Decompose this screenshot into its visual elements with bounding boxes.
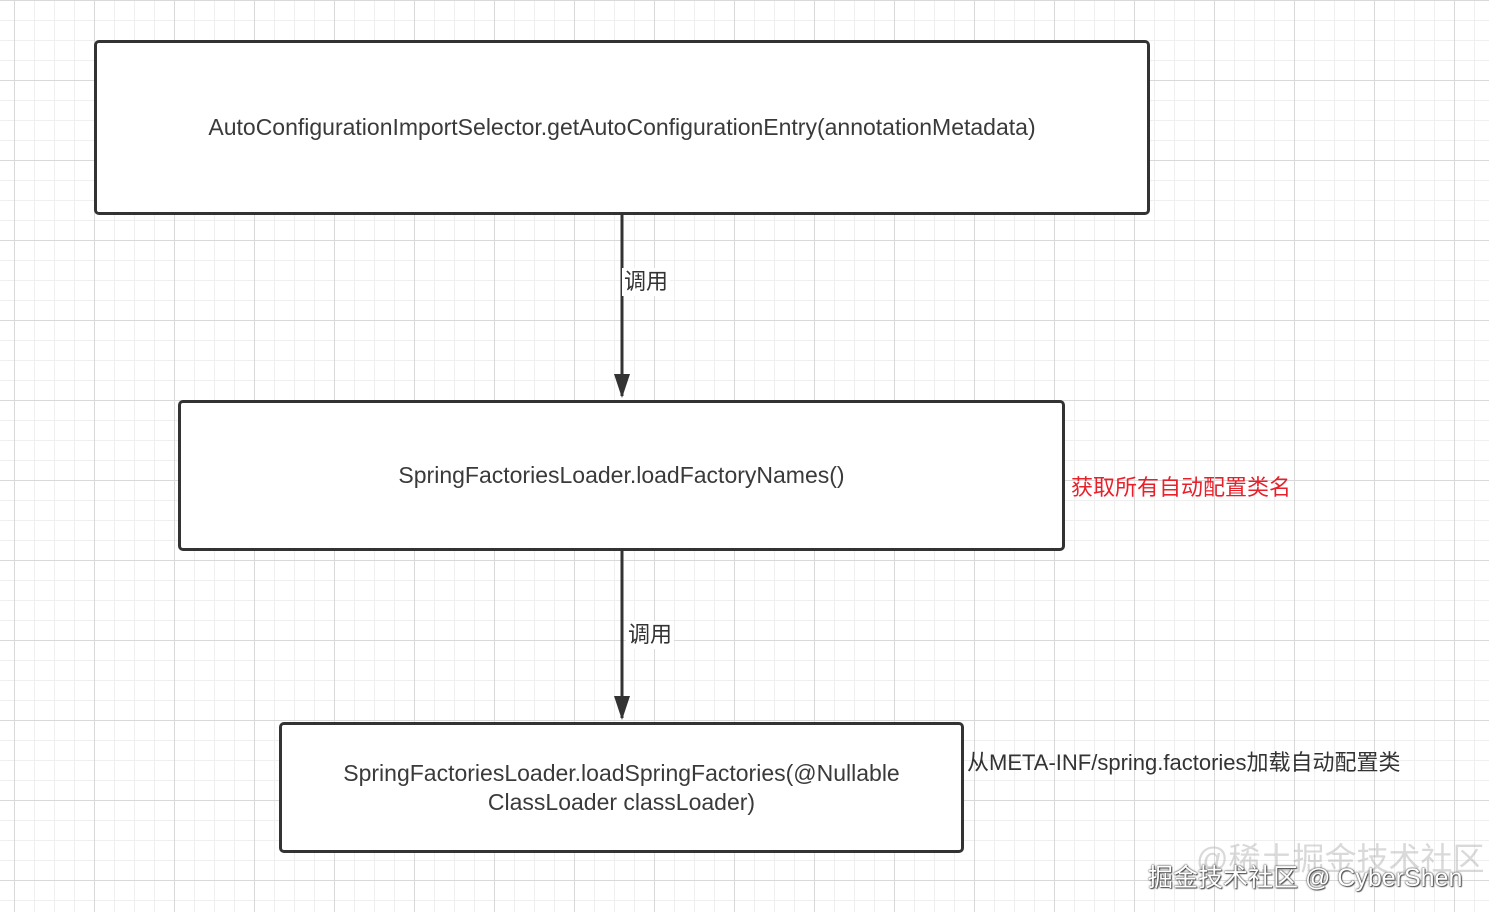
node-label-line: SpringFactoriesLoader.loadSpringFactorie…	[343, 759, 900, 786]
edge-label-call-1: 调用	[622, 268, 671, 296]
watermark-ghost-text: @稀土掘金技术社区	[1196, 841, 1485, 877]
node-label-line: SpringFactoriesLoader.loadFactoryNames()	[398, 462, 845, 488]
watermark-text: 掘金技术社区 @ CyberShen	[1148, 864, 1463, 892]
edge-label-call-2: 调用	[626, 621, 675, 649]
edge-arrowhead-1	[614, 374, 630, 398]
node-label-line: AutoConfigurationImportSelector.getAutoC…	[208, 114, 1036, 140]
edge-arrowhead-2	[614, 696, 630, 720]
flow-node-auto-configuration-entry[interactable]: AutoConfigurationImportSelector.getAutoC…	[94, 40, 1150, 215]
annotation-get-class-names: 获取所有自动配置类名	[1071, 475, 1292, 500]
node-label: SpringFactoriesLoader.loadSpringFactorie…	[343, 759, 899, 817]
flow-node-load-spring-factories[interactable]: SpringFactoriesLoader.loadSpringFactorie…	[279, 722, 964, 853]
flow-node-load-factory-names[interactable]: SpringFactoriesLoader.loadFactoryNames()	[178, 400, 1065, 551]
node-label-line: ClassLoader classLoader)	[487, 788, 756, 815]
annotation-load-from-meta-inf: 从META-INF/spring.factories加载自动配置类	[967, 750, 1401, 775]
